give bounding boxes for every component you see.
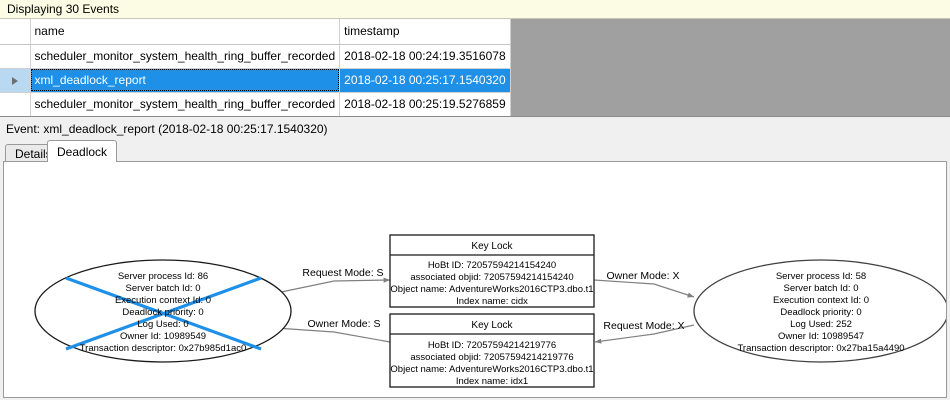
process-left-line-2: Execution context Id: 0 — [115, 295, 211, 306]
process-right-line-1: Server batch Id: 0 — [784, 283, 859, 294]
process-left-line-0: Server process Id: 86 — [118, 271, 208, 282]
key-lock-bottom-title: Key Lock — [471, 320, 513, 331]
events-grid-container[interactable]: name timestamp scheduler_monitor_system_… — [0, 19, 950, 117]
cell-name[interactable]: xml_deadlock_report — [30, 68, 341, 93]
row-selector-cell[interactable] — [0, 44, 31, 69]
process-right-line-6: Transaction descriptor: 0x27ba15a4490 — [737, 343, 904, 354]
process-right-line-5: Owner Id: 10989547 — [778, 331, 864, 342]
key-lock-top-line-2: Object name: AdventureWorks2016CTP3.dbo.… — [390, 284, 593, 295]
deadlock-graph-canvas[interactable]: Request Mode: S Owner Mode: S Owner Mode… — [3, 161, 947, 398]
process-right-line-0: Server process Id: 58 — [776, 271, 866, 282]
current-row-arrow-icon — [11, 76, 18, 85]
event-detail-header: Event: xml_deadlock_report (2018-02-18 0… — [0, 118, 950, 139]
edge-left-request-label: Request Mode: S — [302, 267, 383, 279]
victim-cross-line-2 — [65, 276, 262, 351]
column-header-selector[interactable] — [0, 19, 31, 45]
column-header-timestamp[interactable]: timestamp — [339, 19, 511, 45]
events-banner-text: Displaying 30 Events — [7, 2, 120, 16]
key-lock-bottom-line-3: Index name: idx1 — [456, 376, 528, 387]
cell-name[interactable]: scheduler_monitor_system_health_ring_buf… — [30, 92, 341, 116]
key-lock-top-line-0: HoBt ID: 72057594214154240 — [428, 260, 556, 271]
process-left-line-6: Transaction descriptor: 0x27b985d1ac0 — [80, 343, 247, 354]
key-lock-bottom-line-1: associated objid: 72057594214219776 — [410, 352, 573, 363]
process-right-line-4: Log Used: 252 — [790, 319, 852, 330]
edge-right-request: Request Mode: X — [594, 320, 695, 344]
table-row[interactable]: scheduler_monitor_system_health_ring_buf… — [0, 92, 511, 116]
edge-left-request: Request Mode: S — [261, 267, 391, 297]
key-lock-bottom-line-0: HoBt ID: 72057594214219776 — [428, 340, 556, 351]
process-right-line-3: Deadlock priority: 0 — [780, 307, 861, 318]
process-left-line-3: Deadlock priority: 0 — [122, 307, 203, 318]
table-row[interactable]: xml_deadlock_report 2018-02-18 00:25:17.… — [0, 68, 511, 93]
cell-timestamp[interactable]: 2018-02-18 00:25:19.5276859 — [339, 92, 511, 116]
process-node-right[interactable]: Server process Id: 58 Server batch Id: 0… — [693, 259, 947, 363]
process-left-line-1: Server batch Id: 0 — [126, 283, 201, 294]
edge-left-owner-label: Owner Mode: S — [308, 318, 381, 330]
edge-right-request-label: Request Mode: X — [603, 320, 684, 332]
process-left-line-5: Owner Id: 10989549 — [120, 331, 206, 342]
tab-deadlock[interactable]: Deadlock — [47, 140, 118, 162]
key-lock-top-line-3: Index name: cidx — [456, 296, 528, 307]
cell-timestamp[interactable]: 2018-02-18 00:25:17.1540320 — [339, 68, 511, 93]
tabstrip: Details Deadlock — [0, 140, 950, 162]
event-detail-header-text: Event: xml_deadlock_report (2018-02-18 0… — [6, 121, 328, 136]
events-grid[interactable]: name timestamp scheduler_monitor_system_… — [0, 19, 511, 116]
edge-right-owner: Owner Mode: X — [593, 270, 695, 298]
cell-timestamp[interactable]: 2018-02-18 00:24:19.3516078 — [339, 44, 511, 69]
resource-node-key-lock-bottom[interactable]: Key Lock HoBt ID: 72057594214219776 asso… — [389, 313, 595, 388]
events-banner: Displaying 30 Events — [0, 0, 950, 19]
resource-node-key-lock-top[interactable]: Key Lock HoBt ID: 72057594214154240 asso… — [389, 234, 595, 308]
edge-left-owner: Owner Mode: S — [260, 318, 391, 343]
key-lock-top-line-1: associated objid: 72057594214154240 — [410, 272, 573, 283]
tab-details-label: Details — [15, 146, 52, 161]
tab-deadlock-label: Deadlock — [57, 144, 108, 159]
row-selector-cell[interactable] — [0, 92, 31, 116]
edge-right-owner-label: Owner Mode: X — [607, 270, 680, 282]
process-right-line-2: Execution context Id: 0 — [773, 295, 869, 306]
process-left-line-4: Log Used: 0 — [137, 319, 188, 330]
process-node-left[interactable]: Server process Id: 86 Server batch Id: 0… — [34, 259, 292, 363]
table-header-row: name timestamp — [0, 19, 511, 45]
column-header-name[interactable]: name — [30, 19, 341, 45]
cell-name[interactable]: scheduler_monitor_system_health_ring_buf… — [30, 44, 341, 69]
key-lock-top-title: Key Lock — [471, 241, 513, 252]
table-row[interactable]: scheduler_monitor_system_health_ring_buf… — [0, 44, 511, 69]
row-selector-cell[interactable] — [0, 68, 31, 93]
key-lock-bottom-line-2: Object name: AdventureWorks2016CTP3.dbo.… — [390, 364, 593, 375]
